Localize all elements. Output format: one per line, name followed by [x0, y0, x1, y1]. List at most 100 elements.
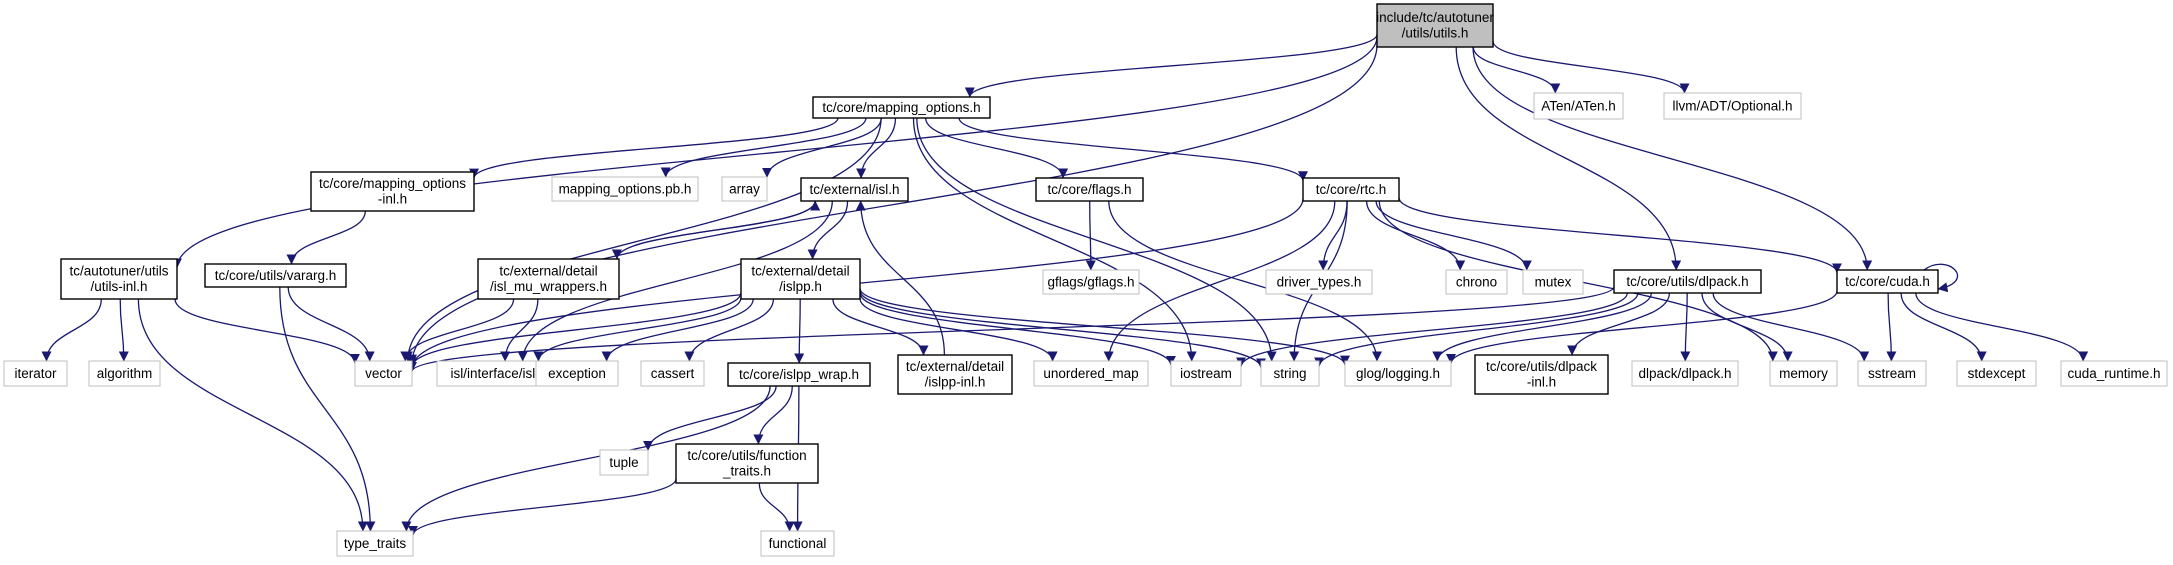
node-memory: memory	[1769, 360, 1838, 387]
node-box-utils_inl	[60, 258, 178, 300]
node-label-utils_inl: tc/autotuner/utils	[69, 264, 168, 279]
edge-flags-to-glog	[1108, 200, 1382, 362]
node-box-memory	[1769, 360, 1838, 387]
edge-utils_inl-to-algorithm	[118, 298, 129, 362]
node-mapping_options_inl[interactable]: tc/core/mapping_options-inl.h	[310, 171, 475, 212]
node-label-mutex: mutex	[1535, 274, 1572, 289]
edge-mapping_options-to-string	[916, 117, 1277, 362]
node-root[interactable]: include/tc/autotuner/utils/utils.h	[1376, 3, 1494, 48]
node-dlpack_inl[interactable]: tc/core/utils/dlpack-inl.h	[1474, 354, 1609, 395]
edge-rtc-to-unordered_map	[1103, 200, 1336, 362]
node-box-chrono	[1445, 269, 1508, 295]
edge-dlpack_h-to-iostream	[1236, 292, 1628, 368]
edge-islpp_wrap-to-type_traits	[401, 385, 771, 532]
node-label-function_traits: tc/core/utils/function	[687, 448, 806, 463]
node-driver_types: driver_types.h	[1265, 269, 1373, 295]
node-box-type_traits	[336, 530, 414, 557]
node-box-mapping_options_pb	[551, 176, 699, 202]
edge-dlpack_h-to-vector	[407, 286, 1615, 373]
node-label-isl_interface: isl/interface/isl.h	[450, 366, 546, 381]
node-box-rtc	[1302, 177, 1400, 202]
node-label-llvm_optional: llvm/ADT/Optional.h	[1672, 98, 1792, 113]
edge-islpp-to-glog	[859, 288, 1350, 366]
node-isl_mu_wrappers[interactable]: tc/external/detail/isl_mu_wrappers.h	[477, 258, 620, 300]
node-box-algorithm	[88, 360, 161, 387]
node-islpp_wrap[interactable]: tc/core/islpp_wrap.h	[727, 362, 871, 387]
node-chrono: chrono	[1445, 269, 1508, 295]
node-box-root	[1376, 3, 1494, 48]
edge-islpp-to-isl_interface	[533, 297, 742, 362]
edge-islpp-to-string	[859, 290, 1266, 369]
node-iterator: iterator	[3, 360, 68, 387]
node-vector: vector	[354, 360, 413, 387]
node-box-flags	[1035, 177, 1144, 202]
node-label-cuda_runtime: cuda_runtime.h	[2067, 366, 2160, 381]
edge-islpp-to-exception	[601, 298, 754, 362]
node-label-mapping_options_pb: mapping_options.pb.h	[559, 181, 692, 196]
node-functional: functional	[760, 530, 835, 557]
node-function_traits[interactable]: tc/core/utils/function_traits.h	[675, 443, 819, 484]
node-label-algorithm: algorithm	[97, 366, 153, 381]
node-box-string	[1260, 360, 1320, 387]
node-cassert: cassert	[640, 360, 705, 387]
edge-islpp-to-cassert	[684, 298, 775, 362]
node-box-stdexcept	[1956, 360, 2037, 387]
edge-rtc-to-cuda_h	[1398, 197, 1842, 274]
edge-mapping_options_inl-to-vararg	[286, 210, 366, 265]
node-flags[interactable]: tc/core/flags.h	[1035, 177, 1144, 202]
node-box-driver_types	[1265, 269, 1373, 295]
edge-root-to-vector	[407, 44, 1378, 365]
node-label-dlpack_inl: tc/core/utils/dlpack	[1486, 359, 1597, 374]
node-utils_inl[interactable]: tc/autotuner/utils/utils-inl.h	[60, 258, 178, 300]
node-label-islpp_inl: /islpp-inl.h	[925, 375, 986, 390]
node-label-iostream: iostream	[1180, 366, 1232, 381]
node-label-unordered_map: unordered_map	[1043, 366, 1138, 381]
node-islpp_inl[interactable]: tc/external/detail/islpp-inl.h	[897, 354, 1013, 395]
node-box-dlpack_dlpack	[1631, 360, 1739, 387]
node-dlpack_h[interactable]: tc/core/utils/dlpack.h	[1613, 269, 1762, 294]
node-label-islpp: /islpp.h	[779, 279, 822, 294]
node-islpp[interactable]: tc/external/detail/islpp.h	[740, 258, 861, 300]
node-box-vararg	[204, 263, 347, 288]
node-label-dlpack_h: tc/core/utils/dlpack.h	[1626, 274, 1748, 289]
node-rtc[interactable]: tc/core/rtc.h	[1302, 177, 1400, 202]
edge-root-to-dlpack_h	[1455, 46, 1682, 271]
edge-mapping_options-to-flags	[924, 117, 1069, 179]
node-string: string	[1260, 360, 1320, 387]
edge-cuda_h-to-sstream	[1886, 292, 1897, 362]
edge-dlpack_h-to-glog	[1432, 292, 1652, 362]
node-cuda_h[interactable]: tc/core/cuda.h	[1836, 269, 1939, 294]
edge-dlpack_h-to-memory	[1701, 292, 1793, 362]
node-unordered_map: unordered_map	[1033, 360, 1149, 387]
node-label-utils_inl: /utils-inl.h	[90, 279, 147, 294]
node-box-external_isl	[800, 177, 909, 202]
node-label-function_traits: _traits.h	[722, 464, 771, 479]
node-box-islpp_wrap	[727, 362, 871, 387]
node-label-aten: ATen/ATen.h	[1541, 98, 1616, 113]
node-external_isl[interactable]: tc/external/isl.h	[800, 177, 909, 202]
node-box-vector	[354, 360, 413, 387]
edge-dlpack_h-to-dlpack_inl	[1567, 292, 1671, 356]
node-box-function_traits	[675, 443, 819, 484]
node-label-chrono: chrono	[1456, 274, 1497, 289]
node-mapping_options[interactable]: tc/core/mapping_options.h	[812, 96, 991, 119]
node-vararg[interactable]: tc/core/utils/vararg.h	[204, 263, 347, 288]
node-label-type_traits: type_traits	[344, 536, 407, 551]
node-mapping_options_pb: mapping_options.pb.h	[551, 176, 699, 202]
edge-cuda_h-to-stdexcept	[1900, 292, 1987, 362]
edge-utils_inl-to-vector	[174, 298, 360, 364]
edge-root-to-utils_inl	[172, 36, 1378, 269]
file-nodes: include/tc/autotuner/utils/utils.h tc/cor…	[3, 3, 2168, 557]
edge-cuda_h-to-glog	[1446, 290, 1838, 364]
node-label-iterator: iterator	[14, 366, 57, 381]
node-label-mapping_options_inl: -inl.h	[378, 192, 407, 207]
edge-islpp_wrap-to-function_traits	[753, 385, 793, 445]
edge-islpp-to-unordered_map	[859, 298, 1058, 362]
node-box-dlpack_h	[1613, 269, 1762, 294]
node-label-array: array	[729, 181, 760, 196]
node-box-cassert	[640, 360, 705, 387]
edge-utils_inl-to-type_traits	[137, 298, 368, 532]
node-box-isl_mu_wrappers	[477, 258, 620, 300]
node-label-sstream: sstream	[1868, 366, 1916, 381]
